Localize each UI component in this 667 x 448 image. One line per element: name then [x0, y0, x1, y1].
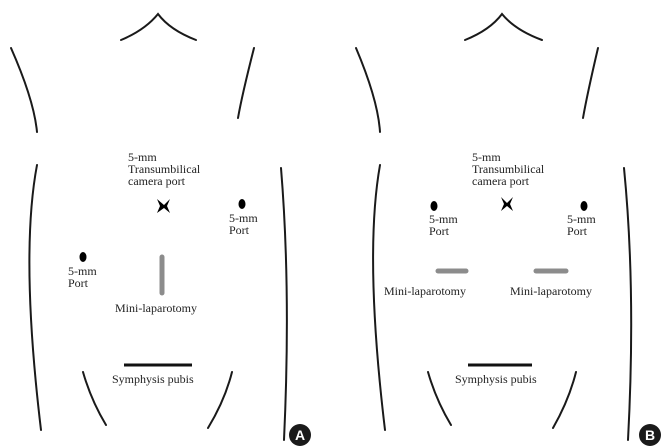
panel-a-right-groin	[208, 372, 232, 428]
panel-a-right-port-label: 5-mm Port	[229, 212, 258, 236]
panel-a-camera-port-label: 5-mm Transumbilical camera port	[128, 151, 200, 187]
panel-b-left-groin	[428, 372, 451, 425]
panel-b-left-port-line2: Port	[429, 225, 458, 237]
panel-b-left-port-marker	[431, 201, 438, 211]
panel-b-left-port-label: 5-mm Port	[429, 213, 458, 237]
panel-b-right-port-marker	[581, 201, 588, 211]
panel-b-neckline	[465, 14, 542, 40]
panel-b-right-port-line2: Port	[567, 225, 596, 237]
panel-a-left-groin	[83, 372, 106, 425]
panel-b-right-flank	[624, 168, 631, 440]
panel-b-left-shoulder	[356, 48, 380, 132]
panel-a-left-shoulder	[11, 48, 37, 132]
panel-a-neckline	[121, 14, 196, 40]
panel-a-camera-port-marker	[157, 199, 170, 213]
panel-a-camera-port-line3: camera port	[128, 175, 200, 187]
panel-a-symphysis-pubis-label: Symphysis pubis	[112, 373, 194, 385]
panel-b-right-groin	[553, 372, 576, 428]
panel-a-left-port-line2: Port	[68, 277, 97, 289]
panel-b-right-port-label: 5-mm Port	[567, 213, 596, 237]
panel-a-left-flank	[29, 165, 41, 430]
panel-b-right-shoulder	[583, 48, 598, 118]
panel-b-symphysis-pubis-label: Symphysis pubis	[455, 373, 537, 385]
panel-b-camera-port-marker	[501, 197, 513, 211]
panel-b-badge: B	[639, 424, 661, 446]
panel-a-right-flank	[281, 168, 287, 440]
panel-a-right-port-line2: Port	[229, 224, 258, 236]
panel-b-camera-port-line3: camera port	[472, 175, 544, 187]
panel-a-left-port-marker	[80, 252, 87, 262]
panel-b-right-mini-laparotomy-label: Mini-laparotomy	[510, 285, 592, 297]
panel-a-left-port-label: 5-mm Port	[68, 265, 97, 289]
panel-a-mini-laparotomy-label: Mini-laparotomy	[115, 302, 197, 314]
panel-b-left-mini-laparotomy-label: Mini-laparotomy	[384, 285, 466, 297]
panel-a-right-port-marker	[239, 199, 246, 209]
panel-a-right-shoulder	[238, 48, 254, 118]
panel-b-camera-port-label: 5-mm Transumbilical camera port	[472, 151, 544, 187]
panel-a-badge: A	[289, 424, 311, 446]
